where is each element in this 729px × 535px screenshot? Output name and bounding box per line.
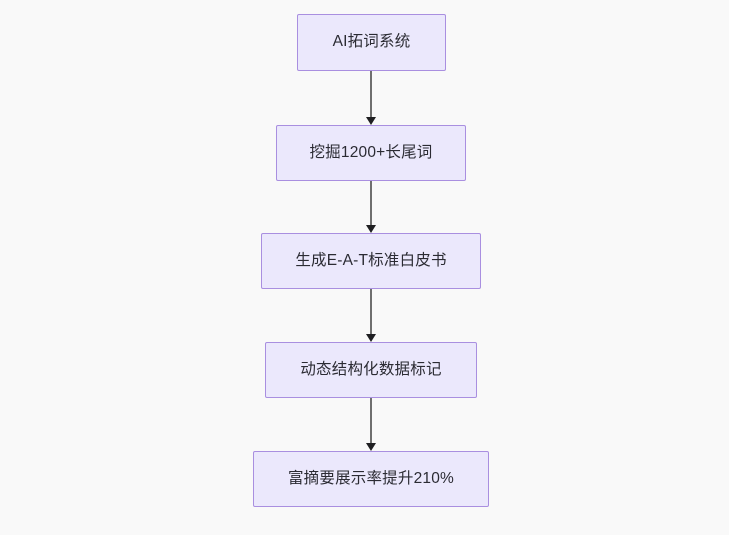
flow-node-rich-snippet-uplift[interactable]: 富摘要展示率提升210%: [253, 451, 489, 507]
connector-line: [370, 398, 372, 444]
flow-node-mine-longtail-keywords[interactable]: 挖掘1200+长尾词: [276, 125, 466, 181]
flow-node-label: 动态结构化数据标记: [300, 360, 442, 378]
connector-line: [370, 289, 372, 335]
flow-node-label: AI拓词系统: [332, 33, 411, 51]
flow-connector: [366, 181, 376, 233]
arrowhead-icon: [366, 117, 376, 125]
flow-node-ai-keyword-system[interactable]: AI拓词系统: [297, 14, 446, 71]
flow-connector: [366, 71, 376, 125]
flow-node-label: 富摘要展示率提升210%: [287, 469, 455, 487]
flow-node-label: 生成E-A-T标准白皮书: [295, 251, 447, 269]
arrowhead-icon: [366, 443, 376, 451]
flow-node-dynamic-structured-data[interactable]: 动态结构化数据标记: [265, 342, 477, 398]
arrowhead-icon: [366, 334, 376, 342]
flow-node-generate-eat-whitepaper[interactable]: 生成E-A-T标准白皮书: [261, 233, 481, 289]
connector-line: [370, 181, 372, 226]
connector-line: [370, 71, 372, 118]
arrowhead-icon: [366, 225, 376, 233]
flow-connector: [366, 289, 376, 342]
flow-connector: [366, 398, 376, 451]
flow-node-label: 挖掘1200+长尾词: [309, 143, 433, 161]
